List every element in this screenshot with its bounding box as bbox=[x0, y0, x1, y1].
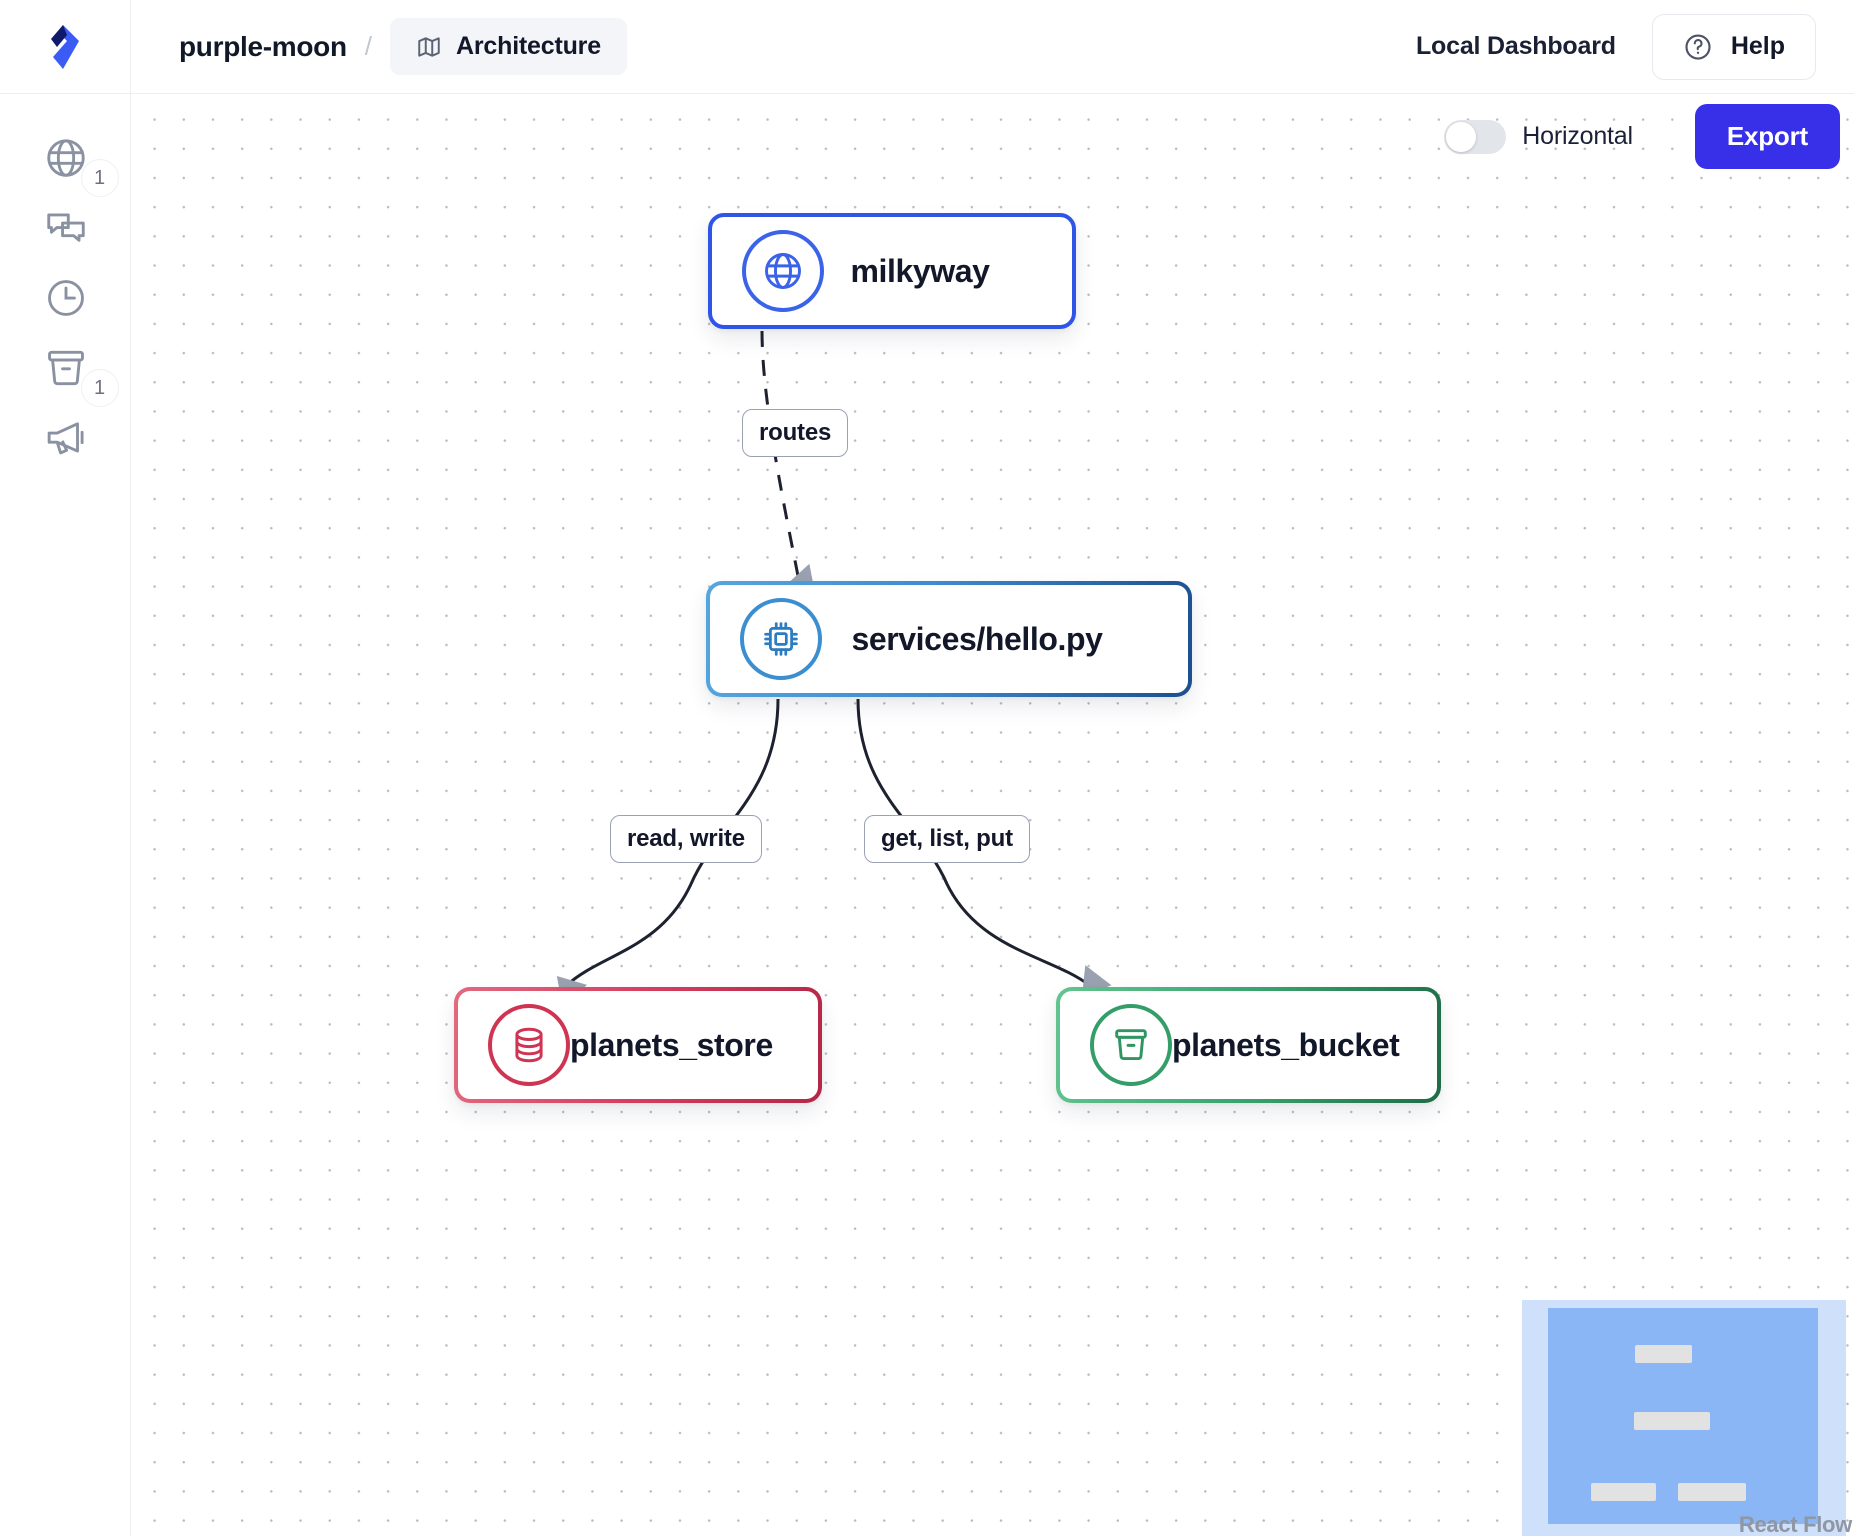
node-milkyway-icon-circle bbox=[742, 230, 824, 312]
globe-icon bbox=[46, 139, 85, 177]
chip-icon bbox=[764, 622, 798, 656]
local-dashboard-label: Local Dashboard bbox=[1415, 32, 1616, 60]
sidebar-item-storage[interactable]: 1 bbox=[0, 326, 131, 410]
bucket-icon bbox=[1115, 1029, 1147, 1061]
node-planets-bucket[interactable]: planets_bucket bbox=[1056, 987, 1441, 1103]
node-planets-store[interactable]: planets_store bbox=[454, 987, 822, 1103]
node-milkyway-label: milkyway bbox=[850, 252, 990, 289]
node-milkyway[interactable]: milkyway bbox=[708, 213, 1076, 329]
sidebar-badge-api: 1 bbox=[80, 159, 119, 197]
horizontal-toggle[interactable] bbox=[1444, 119, 1507, 154]
bucket-icon bbox=[47, 350, 84, 386]
clock-icon bbox=[47, 280, 84, 316]
export-button[interactable]: Export bbox=[1694, 104, 1840, 169]
edge-label-routes[interactable]: routes bbox=[742, 409, 849, 457]
megaphone-icon bbox=[47, 422, 84, 455]
node-bucket-icon-circle bbox=[1090, 1004, 1172, 1086]
edge-label-read-write[interactable]: read, write bbox=[610, 815, 762, 863]
breadcrumb: purple-moon / Architecture bbox=[179, 18, 627, 75]
node-bucket-label: planets_bucket bbox=[1172, 1026, 1400, 1063]
minimap[interactable] bbox=[1522, 1300, 1846, 1536]
sidebar-item-events[interactable] bbox=[0, 396, 131, 480]
map-icon bbox=[418, 36, 440, 57]
help-button[interactable]: Help bbox=[1651, 13, 1816, 80]
tab-architecture[interactable]: Architecture bbox=[390, 18, 627, 75]
horizontal-toggle-label: Horizontal bbox=[1522, 122, 1633, 150]
breadcrumb-separator: / bbox=[364, 31, 373, 61]
minimap-node bbox=[1678, 1483, 1746, 1501]
canvas-toolbar: Horizontal Export bbox=[1444, 104, 1840, 169]
sidebar-item-messages[interactable] bbox=[0, 186, 131, 270]
database-icon bbox=[515, 1027, 543, 1063]
architecture-canvas[interactable]: milkyway services/hello.py bbox=[131, 94, 1854, 1536]
edge-milkyway-service bbox=[760, 330, 816, 597]
node-service-icon-circle bbox=[740, 598, 822, 680]
minimap-node bbox=[1591, 1483, 1656, 1501]
minimap-node bbox=[1635, 1345, 1692, 1363]
edge-service-store bbox=[556, 698, 780, 1008]
edges-layer bbox=[556, 330, 1112, 1008]
node-service-label: services/hello.py bbox=[851, 620, 1103, 657]
header-actions: Local Dashboard Help bbox=[1415, 13, 1854, 80]
breadcrumb-project[interactable]: purple-moon bbox=[179, 30, 347, 62]
edge-service-bucket bbox=[856, 698, 1112, 997]
toggle-knob bbox=[1446, 121, 1477, 152]
minimap-node bbox=[1634, 1412, 1710, 1430]
left-sidebar: 1 bbox=[0, 94, 131, 1536]
question-circle-icon bbox=[1685, 33, 1711, 60]
node-service-hello[interactable]: services/hello.py bbox=[706, 581, 1192, 697]
help-button-label: Help bbox=[1730, 32, 1785, 60]
sidebar-badge-storage: 1 bbox=[80, 369, 119, 407]
top-header: purple-moon / Architecture Local Dashboa… bbox=[0, 0, 1854, 94]
sidebar-item-api[interactable]: 1 bbox=[0, 116, 131, 200]
sidebar-item-schedule[interactable] bbox=[0, 256, 131, 340]
ampt-logo-icon bbox=[51, 24, 79, 69]
node-store-label: planets_store bbox=[570, 1026, 773, 1063]
chat-icon bbox=[46, 213, 85, 242]
edge-label-get-list-put[interactable]: get, list, put bbox=[864, 815, 1030, 863]
globe-icon bbox=[765, 253, 801, 289]
react-flow-attribution[interactable]: React Flow bbox=[1738, 1512, 1852, 1536]
node-store-icon-circle bbox=[488, 1004, 570, 1086]
tab-architecture-label: Architecture bbox=[456, 32, 601, 60]
logo-container[interactable] bbox=[0, 0, 131, 94]
